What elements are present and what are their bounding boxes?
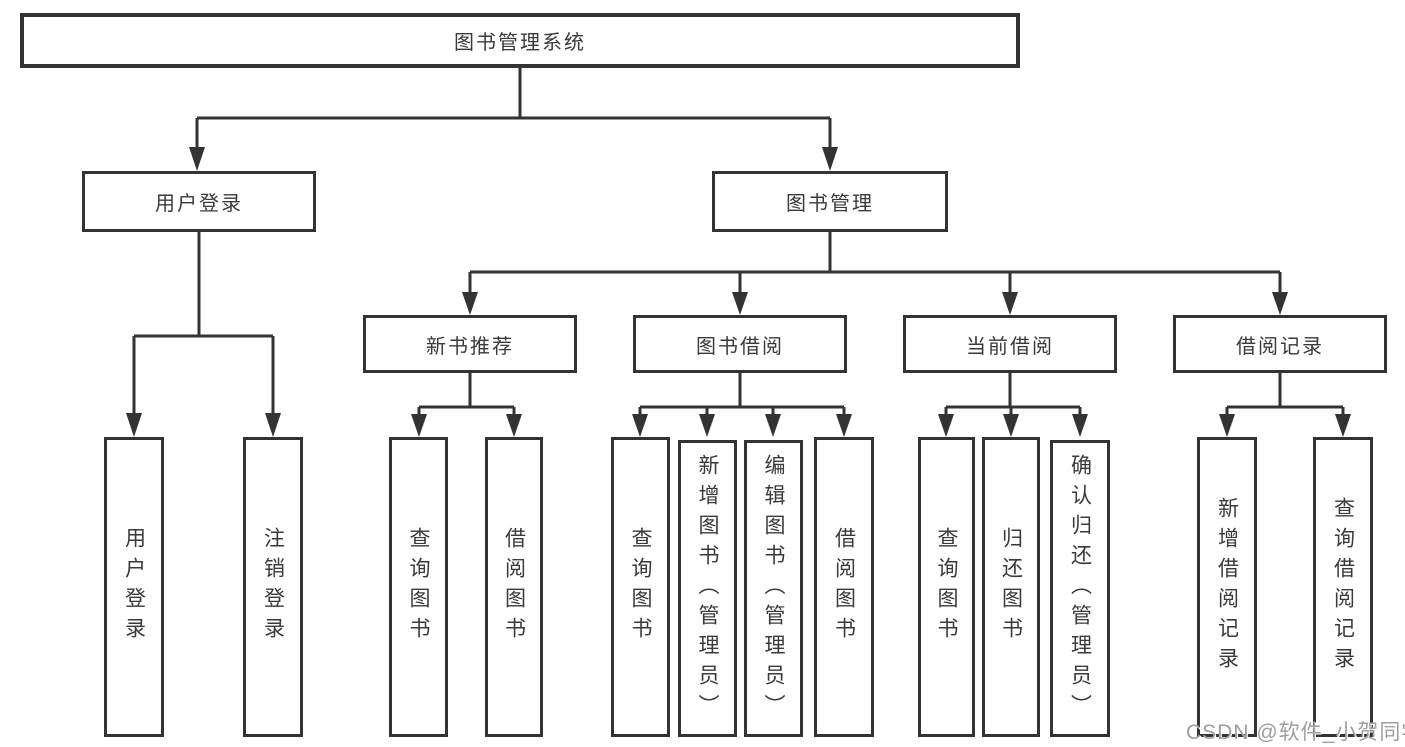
node-label: 用户登录: [155, 193, 243, 215]
node-library-management-system: 图书管理系统: [20, 13, 1020, 68]
leaf-label: 编辑图书（管理员）: [762, 453, 785, 724]
leaf-label: 查询图书: [935, 527, 958, 647]
leaf-label: 查询图书: [629, 527, 652, 647]
node-book-borrow: 图书借阅: [633, 315, 847, 373]
leaf-confirm-return-admin: 确认归还（管理员）: [1050, 440, 1110, 737]
leaf-query-borrow-record: 查询借阅记录: [1313, 437, 1373, 737]
node-user-login: 用户登录: [82, 171, 316, 232]
leaf-query-books-borrow: 查询图书: [611, 437, 670, 737]
leaf-borrow-books: 借阅图书: [814, 437, 874, 737]
node-label: 借阅记录: [1236, 335, 1324, 358]
leaf-label: 新增借阅记录: [1215, 497, 1239, 677]
leaf-add-books-admin: 新增图书（管理员）: [678, 440, 737, 737]
node-label: 当前借阅: [966, 335, 1054, 358]
leaf-label: 注销登录: [261, 527, 285, 647]
leaf-label: 借阅图书: [502, 527, 526, 647]
leaf-label: 查询借阅记录: [1331, 497, 1355, 677]
leaf-add-borrow-record: 新增借阅记录: [1197, 437, 1257, 737]
leaf-edit-books-admin: 编辑图书（管理员）: [744, 440, 803, 737]
leaf-label: 确认归还（管理员）: [1068, 453, 1092, 724]
leaf-borrow-books-recommend: 借阅图书: [485, 437, 543, 737]
leaf-logout: 注销登录: [243, 437, 303, 737]
node-label: 图书管理系统: [454, 32, 586, 54]
node-current-borrow: 当前借阅: [903, 315, 1117, 373]
leaf-user-login: 用户登录: [104, 437, 164, 737]
leaf-label: 查询图书: [407, 527, 430, 647]
arrowheads: [126, 147, 1351, 437]
leaf-return-books: 归还图书: [982, 437, 1040, 737]
connector-paths: [132, 68, 1345, 421]
node-label: 新书推荐: [426, 335, 514, 358]
node-borrow-records: 借阅记录: [1173, 315, 1387, 373]
leaf-label: 用户登录: [122, 527, 146, 647]
leaf-label: 借阅图书: [832, 527, 856, 647]
node-label: 图书借阅: [696, 335, 784, 358]
leaf-label: 归还图书: [999, 527, 1023, 647]
leaf-label: 新增图书（管理员）: [696, 453, 719, 724]
csdn-watermark: CSDN @软件_小贺同学: [1186, 721, 1405, 744]
node-new-book-recommend: 新书推荐: [363, 315, 577, 373]
leaf-query-books-current: 查询图书: [918, 437, 975, 737]
node-book-management: 图书管理: [712, 171, 948, 232]
node-label: 图书管理: [786, 193, 874, 215]
leaf-query-books-recommend: 查询图书: [389, 437, 448, 737]
